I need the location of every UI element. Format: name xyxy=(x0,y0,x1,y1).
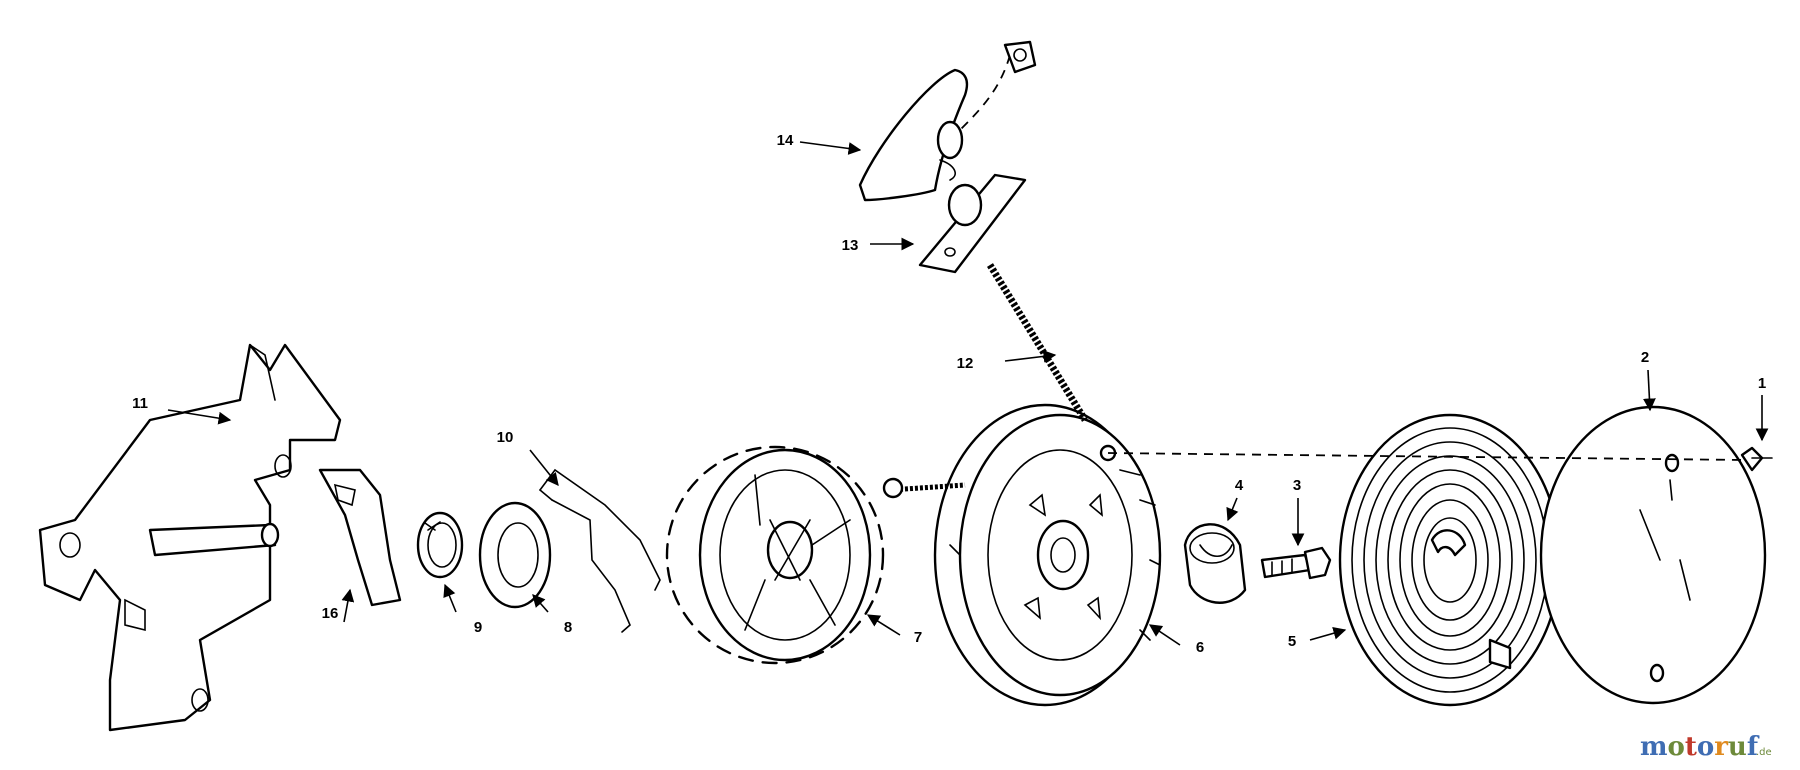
part-4-bushing xyxy=(1183,523,1247,604)
watermark-suffix: .de xyxy=(1756,747,1772,758)
label-part-11: 11 xyxy=(132,395,148,412)
motoruf-watermark: motoruf .de xyxy=(1640,732,1772,762)
part-13-plate xyxy=(918,173,1027,274)
label-part-13: 13 xyxy=(842,237,859,254)
label-part-4: 4 xyxy=(1235,477,1244,494)
label-part-16: 16 xyxy=(322,605,339,622)
label-part-12: 12 xyxy=(957,355,974,372)
part-8-washer xyxy=(478,501,552,609)
label-part-3: 3 xyxy=(1293,477,1301,494)
label-part-8: 8 xyxy=(564,619,572,636)
part-1-screw xyxy=(1740,446,1773,472)
label-part-14: 14 xyxy=(777,132,794,149)
part-3-screw xyxy=(1260,546,1332,580)
part-11-bracket xyxy=(38,343,342,732)
label-part-2: 2 xyxy=(1641,349,1649,366)
label-part-5: 5 xyxy=(1288,633,1296,650)
part-9-retainer-clip xyxy=(416,511,464,579)
part-16-pawl xyxy=(318,468,402,607)
part-10-wire-spring xyxy=(539,468,661,633)
label-part-1: 1 xyxy=(1758,375,1766,392)
label-part-6: 6 xyxy=(1196,639,1204,656)
part-5-spring xyxy=(1338,413,1562,707)
label-part-9: 9 xyxy=(474,619,482,636)
leader-arrows xyxy=(167,141,1769,646)
label-part-7: 7 xyxy=(914,629,922,646)
part-7-gear xyxy=(665,445,885,665)
part-6-pulley xyxy=(933,403,1162,707)
part-14-handle xyxy=(858,40,1037,202)
part-labels: 1 2 3 4 5 6 7 8 9 10 11 12 13 14 16 xyxy=(132,132,1766,656)
label-part-10: 10 xyxy=(497,429,514,446)
alignment-line xyxy=(1107,452,1746,461)
part-2-cover xyxy=(1539,405,1767,705)
watermark-wordmark: motoruf xyxy=(1640,732,1760,762)
part-14-insert xyxy=(1003,40,1037,74)
part-12-rope xyxy=(882,263,1088,499)
